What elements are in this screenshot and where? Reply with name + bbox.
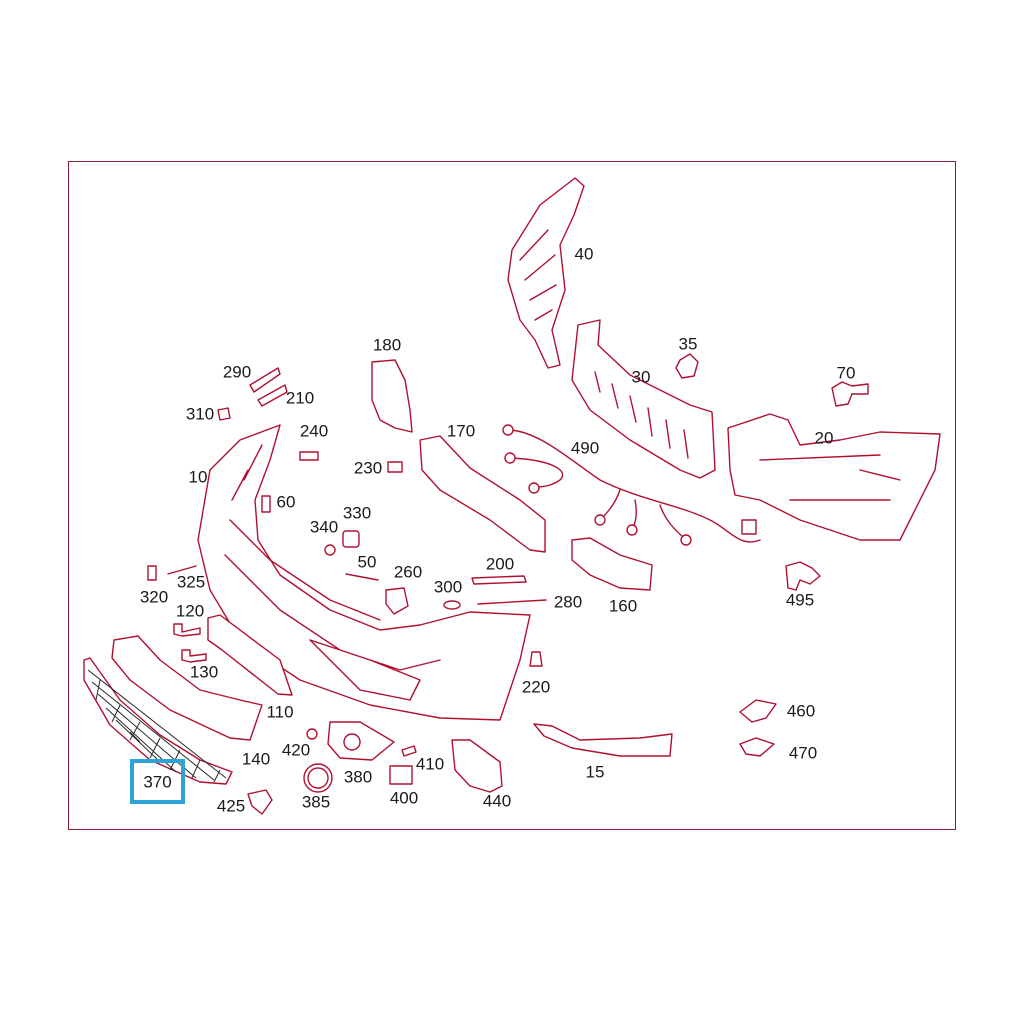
part-170-absorber[interactable] [419, 435, 546, 553]
callout-60: 60 [276, 492, 296, 512]
part-280-strip[interactable] [477, 599, 547, 605]
part-200-strip[interactable] [471, 575, 527, 585]
part-460-clip[interactable] [739, 699, 777, 723]
part-420-nut[interactable] [306, 728, 318, 740]
part-240-screw[interactable] [299, 451, 319, 461]
callout-300: 300 [433, 577, 463, 597]
part-370-grille[interactable] [83, 657, 233, 785]
part-300-clip[interactable] [443, 600, 461, 610]
part-180-bracket[interactable] [371, 359, 413, 433]
callout-340: 340 [309, 517, 339, 537]
callout-40: 40 [574, 244, 594, 264]
part-210-strip[interactable] [257, 384, 288, 407]
callout-170: 170 [446, 421, 476, 441]
callout-400: 400 [389, 788, 419, 808]
callout-200: 200 [485, 554, 515, 574]
part-385-ring[interactable] [303, 763, 333, 793]
callout-50: 50 [357, 552, 377, 572]
callout-140: 140 [241, 749, 271, 769]
part-120-screw[interactable] [173, 623, 201, 637]
part-320-clip[interactable] [147, 565, 157, 581]
part-140-trim[interactable] [111, 635, 263, 741]
part-260-holder[interactable] [385, 587, 409, 615]
callout-380: 380 [343, 767, 373, 787]
part-15-strip[interactable] [533, 723, 673, 757]
part-70-clip[interactable] [831, 381, 869, 407]
part-380-bracket[interactable] [327, 721, 395, 761]
part-470-nut[interactable] [739, 737, 775, 757]
callout-495: 495 [785, 590, 815, 610]
part-50-strip[interactable] [345, 573, 379, 581]
part-310-clip[interactable] [217, 407, 231, 421]
part-160-holder[interactable] [571, 537, 653, 591]
part-20-bracket[interactable] [727, 413, 941, 541]
callout-470: 470 [788, 743, 818, 763]
part-325-pin[interactable] [167, 565, 197, 575]
callout-10: 10 [188, 467, 208, 487]
callout-230: 230 [353, 458, 383, 478]
callout-440: 440 [482, 791, 512, 811]
callout-220: 220 [521, 677, 551, 697]
part-290-strip[interactable] [249, 367, 281, 393]
part-490-wiring-harness[interactable] [502, 424, 761, 546]
callout-260: 260 [393, 562, 423, 582]
part-60-strip[interactable] [261, 495, 271, 513]
part-40-bracket[interactable] [507, 177, 585, 369]
part-425-clip[interactable] [247, 789, 273, 815]
part-220-clip[interactable] [529, 651, 543, 667]
callout-410: 410 [415, 754, 445, 774]
part-440-frame[interactable] [451, 739, 503, 793]
callout-240: 240 [299, 421, 329, 441]
callout-290: 290 [222, 362, 252, 382]
callout-30: 30 [631, 367, 651, 387]
part-340-ring[interactable] [324, 544, 336, 556]
callout-35: 35 [678, 334, 698, 354]
callout-325: 325 [176, 572, 206, 592]
callout-460: 460 [786, 701, 816, 721]
callout-385: 385 [301, 792, 331, 812]
callout-320: 320 [139, 587, 169, 607]
callout-20: 20 [814, 428, 834, 448]
callout-490: 490 [570, 438, 600, 458]
part-30-impact-beam[interactable] [571, 319, 716, 479]
callout-160: 160 [608, 596, 638, 616]
part-330-sensor[interactable] [342, 530, 360, 548]
callout-420: 420 [281, 740, 311, 760]
callout-15: 15 [585, 762, 605, 782]
part-110-plate-holder[interactable] [207, 614, 293, 696]
callout-210: 210 [285, 388, 315, 408]
callout-370-highlight-box[interactable]: 370 [130, 759, 185, 804]
callout-110: 110 [266, 702, 294, 722]
callout-310: 310 [185, 404, 215, 424]
part-495-clip[interactable] [785, 561, 821, 591]
part-400-clip[interactable] [389, 765, 413, 785]
part-35-nut[interactable] [675, 353, 699, 379]
callout-330: 330 [342, 503, 372, 523]
callout-280: 280 [553, 592, 583, 612]
part-230-clip[interactable] [387, 461, 403, 473]
part-410-screw[interactable] [401, 745, 417, 757]
callout-120: 120 [175, 601, 205, 621]
callout-70: 70 [836, 363, 856, 383]
callout-130: 130 [189, 662, 219, 682]
part-130-screw[interactable] [181, 649, 207, 663]
callout-180: 180 [372, 335, 402, 355]
callout-370: 370 [143, 772, 172, 791]
callout-425: 425 [216, 796, 246, 816]
